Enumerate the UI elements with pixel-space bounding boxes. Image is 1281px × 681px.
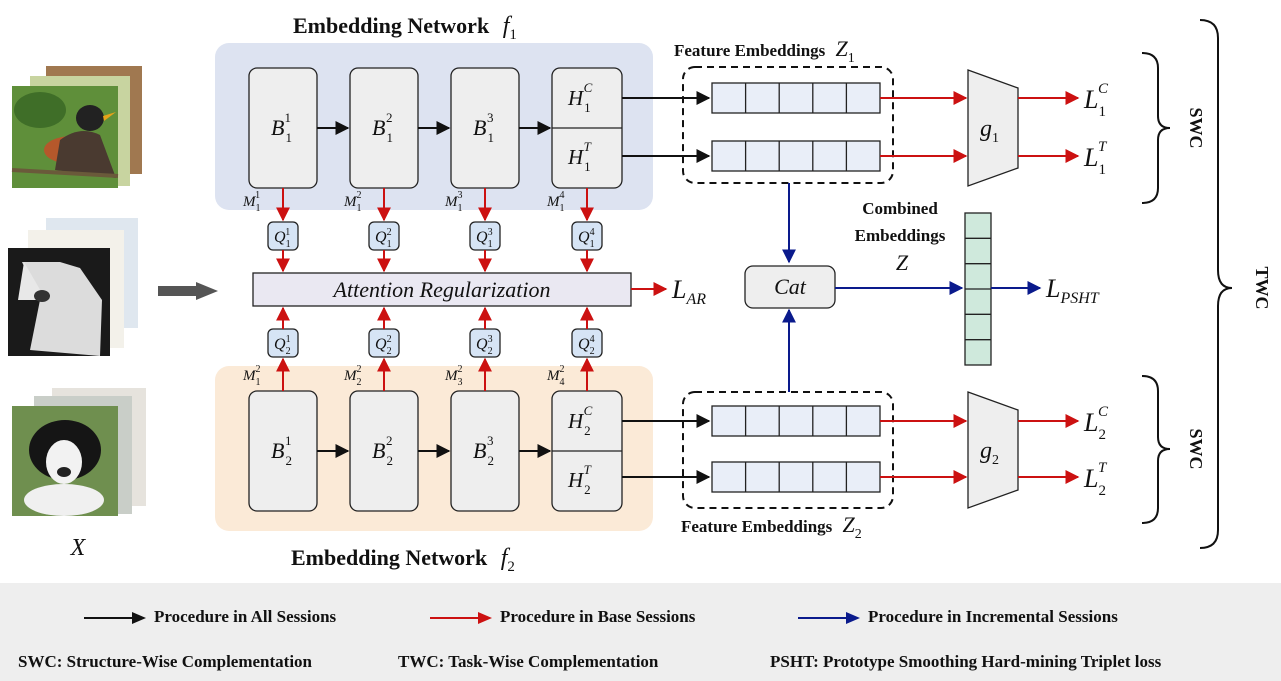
- classifier-g1: [967, 69, 1019, 187]
- svg-text:g1: g1: [980, 116, 999, 146]
- svg-text:L1T: L1T: [1083, 139, 1108, 178]
- top-feature-title: Feature Embeddings: [674, 41, 826, 60]
- svg-text:L1C: L1C: [1083, 81, 1109, 120]
- svg-text:Q22: Q22: [375, 334, 392, 357]
- swc-label-bottom: SWC: [1186, 428, 1206, 469]
- svg-text:M32: M32: [444, 364, 463, 388]
- legend: Procedure in All Sessions Procedure in B…: [0, 583, 1281, 681]
- bottom-feature-group: [682, 391, 894, 509]
- input-label: X: [70, 535, 87, 561]
- svg-text:M22: M22: [343, 364, 362, 388]
- head-h1-t: H1T: [567, 139, 592, 174]
- svg-text:M42: M42: [546, 364, 565, 388]
- svg-text:B11: B11: [271, 110, 291, 145]
- svg-text:M13: M13: [444, 190, 463, 214]
- svg-text:M12: M12: [242, 364, 261, 388]
- svg-text:B22: B22: [372, 433, 393, 468]
- red-arrow-icon: [430, 612, 492, 625]
- twc-brace: [1199, 19, 1233, 549]
- top-network-panel: [215, 43, 653, 210]
- loss-ar: LAR: [671, 275, 706, 308]
- bird-image-stack: [11, 66, 142, 188]
- classification-losses: L1C L1T L2C L2T: [1083, 81, 1109, 499]
- svg-text:B21: B21: [271, 433, 292, 468]
- legend-item-base: Procedure in Base Sessions: [430, 607, 695, 627]
- bottom-network-panel: [215, 366, 653, 531]
- svg-text:Q13: Q13: [476, 227, 493, 250]
- svg-text:Feature Embeddings Z1: Feature Embeddings Z1: [674, 36, 855, 66]
- head-h1-c: H1C: [567, 80, 593, 115]
- bottom-queries: M12 M22 M32 M42 Q21 Q22 Q23 Q24: [242, 306, 603, 391]
- loss-psht: LPSHT: [1045, 274, 1100, 307]
- wolf-image-stack: [8, 218, 138, 356]
- combined-z: Z: [896, 250, 909, 275]
- svg-text:B23: B23: [473, 433, 494, 468]
- framework-diagram: X Embedding Network f1 Embedding Network…: [8, 13, 1272, 575]
- cat-label: Cat: [774, 274, 807, 299]
- svg-text:Q12: Q12: [375, 227, 392, 250]
- swc-brace-bottom: [1141, 375, 1171, 524]
- blue-arrow-icon: [798, 612, 860, 625]
- svg-text:L2C: L2C: [1083, 404, 1109, 443]
- top-queries: M11 M12 M13 M14 Q11 Q12 Q13 Q14: [242, 188, 603, 273]
- abbr-twc: TWC: Task-Wise Complementation: [398, 652, 659, 671]
- attention-regularization-label: Attention Regularization: [332, 277, 551, 302]
- classifier-g2: [967, 391, 1019, 509]
- bottom-network-title: Embedding Network: [291, 545, 488, 570]
- bottom-feature-title: Feature Embeddings: [681, 517, 833, 536]
- combined-vector: [964, 212, 992, 366]
- head-h2-t: H2T: [567, 462, 592, 497]
- svg-text:Q21: Q21: [274, 334, 291, 357]
- svg-text:Q23: Q23: [476, 334, 493, 357]
- bottom-feature-vectors: [711, 405, 881, 493]
- svg-text:Q11: Q11: [274, 227, 291, 250]
- svg-text:B13: B13: [473, 110, 494, 145]
- top-feature-vectors: [711, 82, 881, 172]
- combined-title-1: Combined: [862, 199, 938, 218]
- bottom-network-fn: f: [501, 545, 511, 571]
- abbr-psht: PSHT: Prototype Smoothing Hard-mining Tr…: [770, 652, 1162, 671]
- svg-text:M14: M14: [546, 190, 565, 214]
- input-images: [8, 66, 146, 516]
- black-arrow-icon: [84, 612, 146, 625]
- svg-text:Embedding Network f1: Embedding Network f1: [293, 13, 517, 43]
- input-arrow: [158, 282, 218, 300]
- svg-text:B12: B12: [372, 110, 393, 145]
- dog-image-stack: [12, 388, 146, 516]
- legend-item-incremental: Procedure in Incremental Sessions: [798, 607, 1118, 627]
- bottom-network-blocks: B21 B22 B23 H2C H2T: [248, 390, 623, 512]
- svg-text:g2: g2: [980, 438, 999, 468]
- svg-text:Feature Embeddings Z2: Feature Embeddings Z2: [681, 512, 862, 542]
- top-network-fn: f: [503, 13, 513, 39]
- abbr-swc: SWC: Structure-Wise Complementation: [18, 652, 313, 671]
- svg-text:L2T: L2T: [1083, 460, 1108, 499]
- svg-text:M12: M12: [343, 190, 362, 214]
- legend-item-all: Procedure in All Sessions: [84, 607, 336, 627]
- svg-text:M11: M11: [242, 190, 261, 214]
- twc-label: TWC: [1252, 266, 1272, 309]
- head-h2-c: H2C: [567, 403, 593, 438]
- svg-text:Q14: Q14: [578, 227, 595, 250]
- svg-text:Embedding Network f2: Embedding Network f2: [291, 545, 515, 575]
- swc-label-top: SWC: [1186, 107, 1206, 148]
- top-network-title: Embedding Network: [293, 13, 490, 38]
- combined-title-2: Embeddings: [855, 226, 946, 245]
- swc-brace-top: [1141, 52, 1171, 204]
- svg-text:Q24: Q24: [578, 334, 595, 357]
